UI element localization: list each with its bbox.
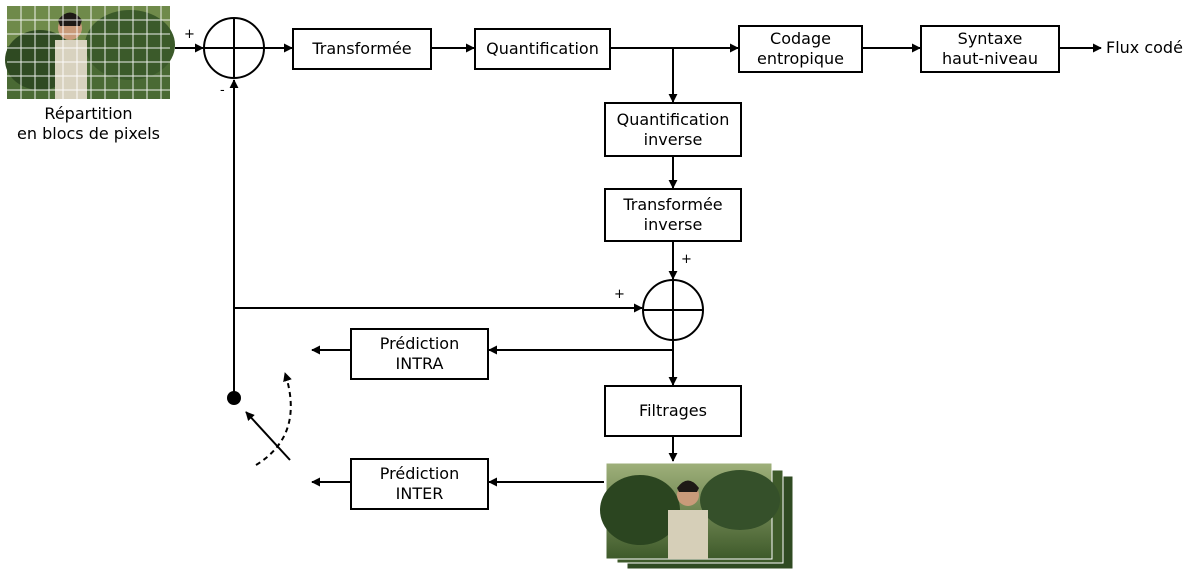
inverse-quantization-block: Quantification inverse xyxy=(604,102,742,157)
intra-prediction-block: Prédiction INTRA xyxy=(350,328,489,380)
transform-block: Transformée xyxy=(292,28,432,70)
sum1-minus-sign: - xyxy=(220,83,225,98)
reconstruction-sum-node xyxy=(642,279,704,341)
filters-block: Filtrages xyxy=(604,385,742,437)
sum2-plus-left-sign: + xyxy=(614,287,625,302)
entropy-coding-block: Codage entropique xyxy=(738,25,863,73)
sum2-plus-top-sign: + xyxy=(681,252,692,267)
switch-arm xyxy=(245,411,291,461)
partition-caption: Répartition en blocs de pixels xyxy=(17,104,160,143)
input-frame-image xyxy=(5,6,175,99)
inter-prediction-block: Prédiction INTER xyxy=(350,458,489,510)
sum1-plus-sign: + xyxy=(184,27,195,42)
switch-pivot xyxy=(227,391,241,405)
reference-frames-image xyxy=(600,462,794,569)
quantization-block: Quantification xyxy=(474,28,611,70)
inverse-transform-block: Transformée inverse xyxy=(604,188,742,242)
switch-arc-dashed xyxy=(255,372,292,466)
output-label: Flux codé xyxy=(1106,38,1183,57)
subtraction-node xyxy=(203,17,265,79)
high-level-syntax-block: Syntaxe haut-niveau xyxy=(920,25,1060,73)
